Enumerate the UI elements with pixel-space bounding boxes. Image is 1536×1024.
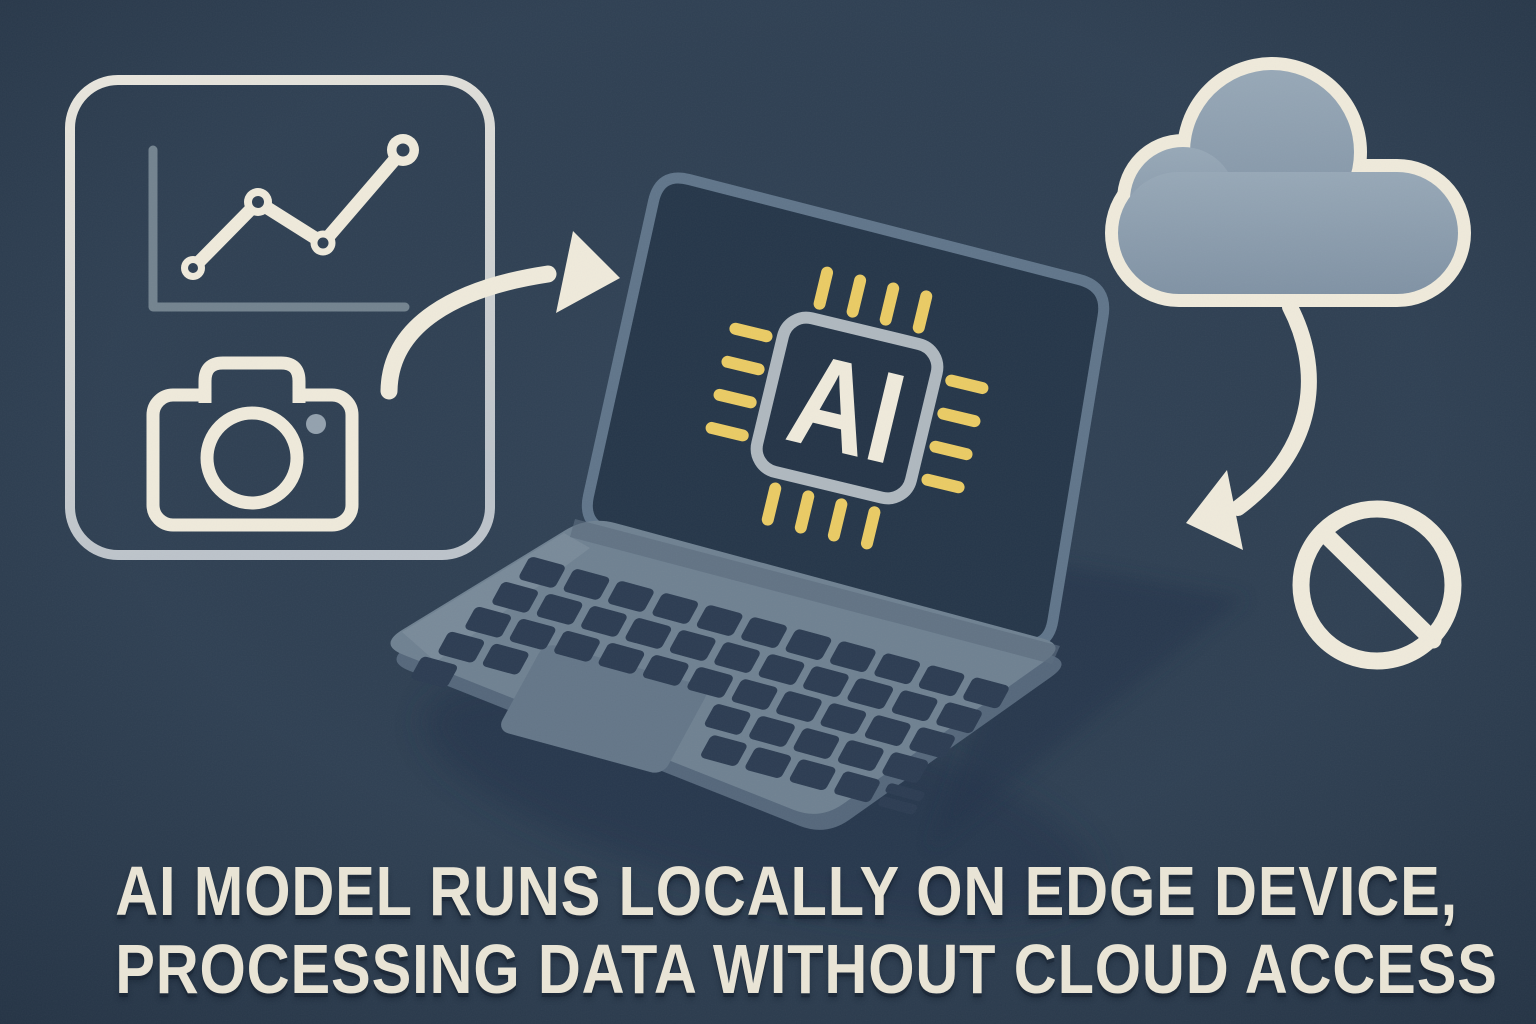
caption: AI MODEL RUNS LOCALLY ON EDGE DEVICE, PR… xyxy=(0,852,1536,1008)
camera-flash-dot xyxy=(306,414,326,434)
caption-line-1: AI MODEL RUNS LOCALLY ON EDGE DEVICE, xyxy=(115,852,1459,930)
caption-line-2: PROCESSING DATA WITHOUT CLOUD ACCESS xyxy=(115,930,1498,1008)
